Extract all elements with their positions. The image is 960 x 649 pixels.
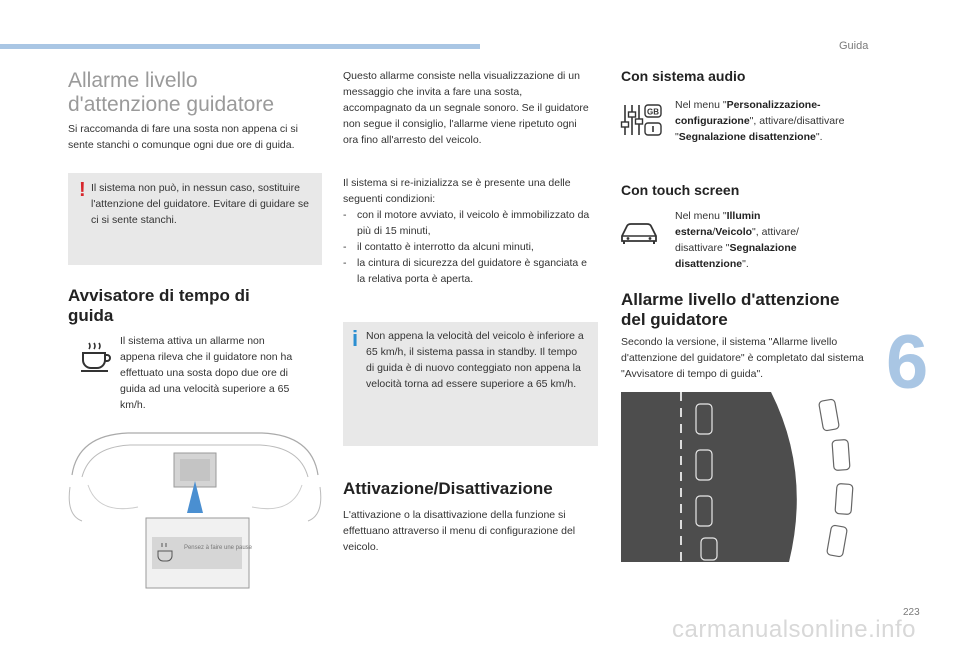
info-mark: i [352, 326, 359, 351]
title-line-1: Allarme livello [68, 69, 198, 92]
touch-screen-heading: Con touch screen [621, 182, 740, 198]
attention-alert-text: Secondo la versione, il sistema "Allarme… [621, 336, 864, 380]
warning-mark: ! [79, 179, 86, 201]
driving-time-text: Il sistema attiva un allarme non appena … [120, 335, 293, 411]
car-icon [621, 223, 657, 244]
chapter-number: 6 [886, 320, 929, 405]
menu-name: Illumin esterna [675, 210, 761, 238]
alert-description: Questo allarme consiste nella visualizza… [343, 70, 589, 146]
info-text: Non appena la velocità del veicolo è inf… [366, 330, 584, 390]
list-item: con il motore avviato, il veicolo è immo… [343, 207, 593, 239]
option-name: Segnalazione disattenzione [675, 242, 797, 270]
title-line-2: d'attenzione guidatore [68, 93, 275, 116]
reset-conditions-list: con il motore avviato, il veicolo è immo… [343, 207, 593, 287]
instrument-cluster-illustration [68, 432, 322, 589]
menu-name: Personalizzazione-configurazione [675, 99, 821, 127]
warning-text: Il sistema non può, in nessun caso, sost… [91, 182, 309, 226]
touch-instructions: Nel menu "Illumin esterna/Veicolo", atti… [675, 210, 799, 270]
audio-icon-label: GB [647, 108, 659, 117]
info-box [343, 322, 598, 446]
heading-line-2: guida [68, 306, 114, 325]
section-heading-driving-time: Avvisatore di tempo di guida [68, 286, 250, 326]
intro-paragraph: Si raccomanda di fare una sosta non appe… [68, 123, 298, 151]
page-title: Allarme livello d'attenzione guidatore [68, 69, 274, 117]
page-number: 223 [903, 607, 920, 618]
audio-system-heading: Con sistema audio [621, 68, 746, 84]
section-label: Guida [839, 40, 869, 52]
list-item: la cintura di sicurezza del guidatore è … [343, 255, 593, 287]
list-item: il contatto è interrotto da alcuni minut… [343, 239, 593, 255]
menu-name: Veicolo [715, 226, 753, 238]
watermark: carmanualsonline.info [672, 616, 916, 643]
heading-line-1: Avvisatore di tempo di [68, 286, 250, 305]
display-message: Pensez à faire une pause [183, 545, 253, 551]
section-heading-activation: Attivazione/Disattivazione [343, 479, 553, 498]
settings-sliders-icon: GB [620, 104, 662, 136]
reset-intro: Il sistema si re-inizializza se è presen… [343, 177, 571, 205]
audio-instructions: Nel menu "Personalizzazione-configurazio… [675, 99, 845, 143]
option-name: Segnalazione disattenzione [678, 131, 816, 143]
section-heading-attention-alert: Allarme livello d'attenzione del guidato… [621, 290, 840, 330]
heading-line-2: del guidatore [621, 310, 728, 329]
activation-text: L'attivazione o la disattivazione della … [343, 509, 576, 553]
lane-drift-illustration [621, 392, 874, 562]
heading-line-1: Allarme livello d'attenzione [621, 290, 840, 309]
header-bar [0, 44, 480, 49]
warning-box [68, 173, 322, 265]
coffee-cup-icon [81, 342, 111, 372]
